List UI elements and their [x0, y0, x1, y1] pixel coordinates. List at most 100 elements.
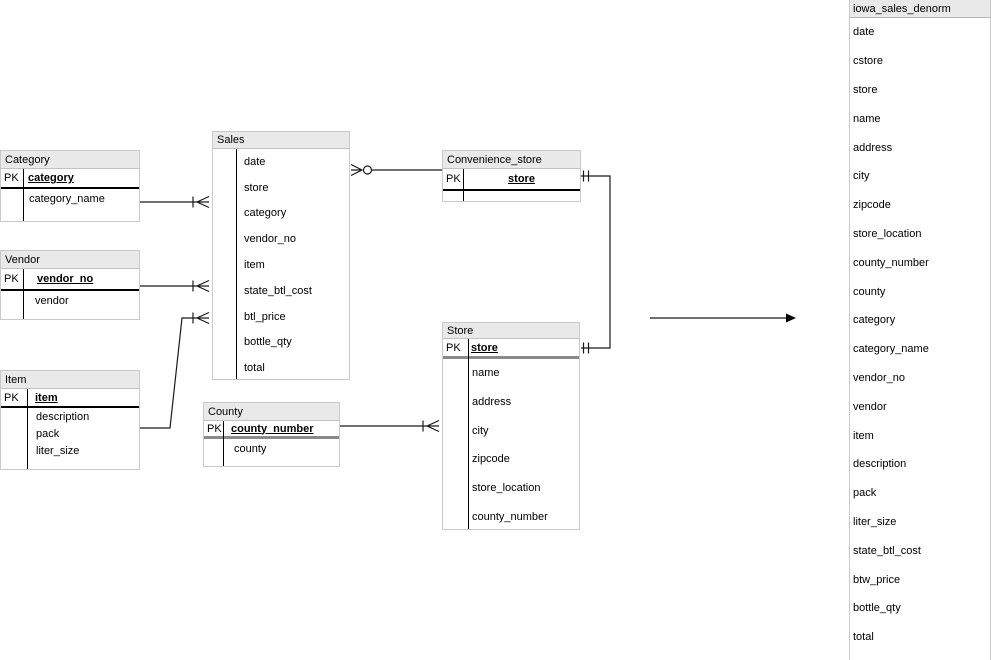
field: county_number: [472, 510, 548, 523]
field: address: [472, 395, 512, 408]
pk-label: PK: [4, 391, 19, 404]
field: store: [244, 181, 269, 194]
pk-field: item: [35, 391, 58, 404]
field: category_name: [853, 343, 929, 356]
field-list: category_name: [1, 189, 139, 209]
field: description: [36, 410, 90, 423]
pk-field: store: [471, 341, 498, 354]
entity-title: Store: [443, 323, 579, 339]
entity-convenience-store[interactable]: Convenience_store PK store: [442, 150, 581, 202]
entity-county[interactable]: County PK county_number county: [203, 402, 340, 467]
relationship-county-store: [340, 419, 440, 433]
optional-circle-icon: [362, 165, 373, 175]
entity-title: Sales: [213, 132, 349, 149]
pk-field: vendor_no: [37, 273, 94, 285]
field-list: vendor: [1, 291, 139, 311]
field: category_name: [29, 193, 105, 205]
pk-row: PK category: [1, 169, 139, 189]
field: item: [853, 429, 874, 442]
field: county_number: [853, 256, 929, 269]
relationship-category-sales: [140, 195, 210, 209]
crow-foot-icon: [195, 279, 210, 293]
pk-label: PK: [446, 341, 461, 354]
crow-foot-icon: [350, 163, 364, 177]
pk-field: county_number: [231, 422, 314, 435]
field: name: [853, 112, 881, 125]
field: pack: [36, 427, 60, 440]
pk-label: PK: [207, 422, 222, 435]
field: liter_size: [853, 515, 897, 528]
relationship-item-sales: [140, 311, 210, 429]
field: vendor: [35, 295, 69, 307]
field: pack: [853, 487, 877, 500]
field: category: [244, 207, 287, 220]
field: vendor_no: [853, 371, 905, 384]
pk-row: PK item: [1, 389, 139, 408]
pk-label: PK: [4, 273, 19, 285]
entity-category[interactable]: Category PK category category_name: [0, 150, 140, 222]
field: total: [244, 362, 265, 375]
pk-separator: [236, 149, 237, 379]
field: btw_price: [853, 573, 901, 586]
pk-field: store: [508, 173, 535, 185]
pk-row: PK county_number: [204, 421, 339, 439]
entity-title: Vendor: [1, 251, 139, 269]
field: vendor: [853, 400, 887, 413]
field: county: [853, 285, 886, 298]
entity-store[interactable]: Store PK store name address city zipcode sto…: [442, 322, 580, 530]
entity-vendor[interactable]: Vendor PK vendor_no vendor: [0, 250, 140, 320]
entity-title: Category: [1, 151, 139, 169]
field: cstore: [853, 55, 883, 68]
pk-separator: [27, 389, 28, 469]
relationship-vendor-sales: [140, 279, 210, 293]
pk-separator: [468, 339, 469, 529]
crow-foot-icon: [195, 195, 210, 209]
crow-foot-icon: [195, 311, 210, 325]
entity-title: iowa_sales_denorm: [850, 0, 990, 18]
field: store: [853, 83, 878, 96]
field: state_btl_cost: [853, 544, 921, 557]
field: bottle_qty: [853, 602, 901, 615]
field: zipcode: [853, 199, 891, 212]
pk-separator: [23, 269, 24, 319]
field: vendor_no: [244, 233, 296, 246]
field: date: [244, 155, 266, 168]
one-tick-icon: [582, 342, 590, 354]
entity-title: Convenience_store: [443, 151, 580, 169]
pk-separator: [23, 169, 24, 221]
crow-foot-icon: [425, 419, 440, 433]
field: store_location: [853, 227, 922, 240]
field: total: [853, 631, 874, 644]
field: name: [472, 367, 500, 380]
field: address: [853, 141, 893, 154]
pk-separator: [223, 421, 224, 466]
field: bottle_qty: [244, 336, 292, 349]
field: item: [244, 259, 265, 272]
field: description: [853, 458, 907, 471]
pk-separator: [463, 169, 464, 201]
pk-row: PK store: [443, 169, 580, 191]
pk-field: category: [28, 172, 74, 184]
field: county: [234, 443, 267, 455]
denorm-arrow: [650, 313, 796, 323]
entity-title: Item: [1, 371, 139, 389]
one-tick-icon: [582, 170, 590, 182]
pk-row: PK store: [443, 339, 579, 359]
relationship-convenience-store-store: [581, 170, 611, 354]
relationship-sales-convenience-store: [350, 163, 442, 177]
field: state_btl_cost: [244, 284, 312, 297]
entity-title: County: [204, 403, 339, 421]
field: city: [472, 424, 489, 437]
field-list: county: [204, 439, 339, 459]
field: zipcode: [472, 453, 510, 466]
arrowhead-icon: [786, 313, 796, 323]
field: btl_price: [244, 310, 286, 323]
pk-row: PK vendor_no: [1, 269, 139, 291]
